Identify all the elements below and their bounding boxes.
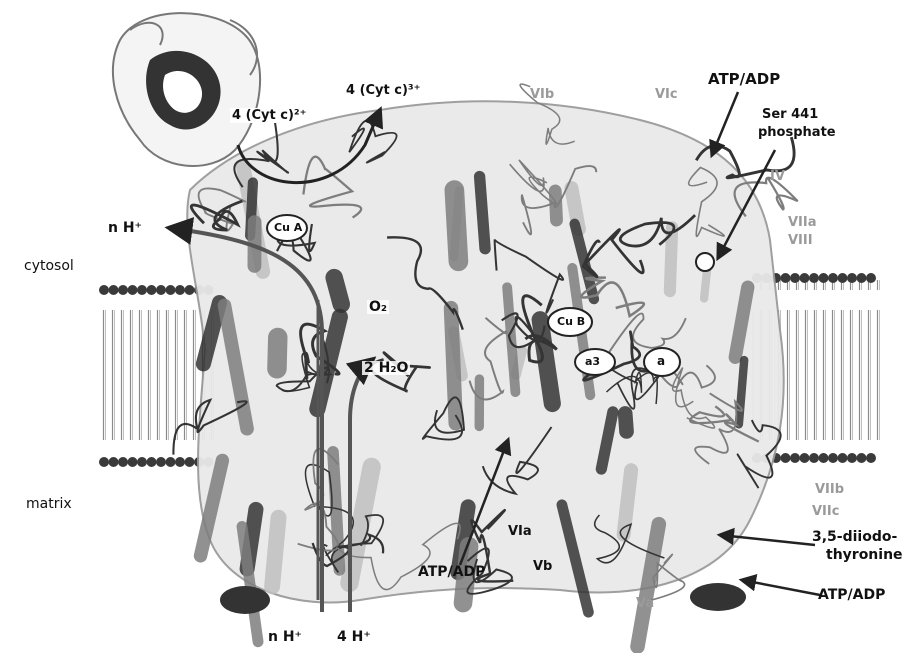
atp-adp-top-arrow	[712, 92, 738, 155]
atp-adp-right-label: ATP/ADP	[818, 588, 885, 602]
lipid-head	[857, 273, 867, 283]
subunit-Vb-label: Vb	[533, 560, 552, 573]
lipid-head	[185, 457, 195, 467]
water-label: 2 H₂O	[362, 361, 410, 375]
ser441-phosphate-site	[696, 253, 714, 271]
subunit-Va-label: Va	[636, 597, 654, 610]
lipid-head	[828, 273, 838, 283]
lipid-head	[175, 285, 185, 295]
lipid-head	[819, 453, 829, 463]
cyt-c-oxidized-label: 4 (Cyt c)³⁺	[346, 84, 420, 97]
subunit-VIa-label: VIa	[508, 525, 532, 538]
lipid-head	[847, 273, 857, 283]
heme-a-label: a	[657, 355, 665, 367]
cytosol-label: cytosol	[24, 259, 74, 273]
lipid-head	[866, 273, 876, 283]
protein-helix	[475, 374, 485, 431]
lipid-head	[147, 285, 157, 295]
lipid-head	[809, 273, 819, 283]
lipid-head	[838, 453, 848, 463]
subunit-VIIc-label: VIIc	[812, 505, 839, 518]
subunit-VIIa-label: VIIa	[788, 216, 817, 229]
proton-4-label: 4 H⁺	[337, 630, 371, 644]
lipid-head	[185, 285, 195, 295]
lipid-head	[857, 453, 867, 463]
lipid-head	[800, 273, 810, 283]
lipid-head	[838, 273, 848, 283]
lipid-head	[790, 453, 800, 463]
lipid-head	[166, 285, 176, 295]
proton-out-label: n H⁺	[108, 221, 142, 235]
lipid-head	[156, 457, 166, 467]
va-blob	[690, 583, 746, 611]
subunit-VIc-label: VIc	[655, 88, 678, 101]
atp-adp-right-arrow	[742, 580, 820, 595]
subunit-VIb-label: VIb	[530, 88, 554, 101]
phosphate-label: phosphate	[758, 126, 836, 139]
lipid-head	[166, 457, 176, 467]
lipid-head	[109, 285, 119, 295]
subunit-IV-label: IV	[770, 170, 785, 183]
atp-adp-middle-label: ATP/ADP	[418, 565, 485, 579]
cuB-label: Cu B	[557, 316, 585, 327]
lipid-head	[109, 457, 119, 467]
oxygen-label: O₂	[367, 300, 389, 314]
cytochrome-c-structure	[113, 13, 260, 166]
lipid-head	[137, 285, 147, 295]
matrix-label: matrix	[26, 497, 72, 511]
subunit-VIIb-label: VIIb	[815, 483, 844, 496]
lipid-head	[790, 273, 800, 283]
atp-adp-top-label: ATP/ADP	[708, 72, 780, 87]
cuA-label: Cu A	[274, 222, 302, 233]
protein-complex	[173, 84, 797, 653]
lipid-head	[175, 457, 185, 467]
lipid-head	[828, 453, 838, 463]
lipid-head	[137, 457, 147, 467]
lipid-head	[781, 453, 791, 463]
protein-helix	[549, 184, 564, 227]
lipid-head	[118, 285, 128, 295]
lipid-head	[128, 285, 138, 295]
lipid-head	[866, 453, 876, 463]
proton-n-label: n H⁺	[268, 630, 302, 644]
lipid-head	[128, 457, 138, 467]
protein-helix	[617, 406, 634, 440]
lipid-head	[147, 457, 157, 467]
diiodothyronine-label-line1: 3,5-diiodo-	[812, 530, 897, 544]
lipid-head	[819, 273, 829, 283]
lipid-head	[809, 453, 819, 463]
protein-helix	[267, 327, 288, 378]
lipid-head	[847, 453, 857, 463]
lipid-head	[156, 285, 166, 295]
lipid-head	[118, 457, 128, 467]
heme-a3-label: a3	[585, 356, 600, 367]
subunit-VIII-label: VIII	[788, 234, 813, 247]
vb-blob	[220, 586, 270, 614]
lipid-head	[781, 273, 791, 283]
ser441-label: Ser 441	[762, 108, 818, 121]
cyt-c-reduced-label: 4 (Cyt c)²⁺	[230, 108, 308, 123]
lipid-head	[99, 457, 109, 467]
diiodothyronine-label-line2: thyronine	[826, 548, 903, 562]
lipid-head	[99, 285, 109, 295]
lipid-head	[800, 453, 810, 463]
